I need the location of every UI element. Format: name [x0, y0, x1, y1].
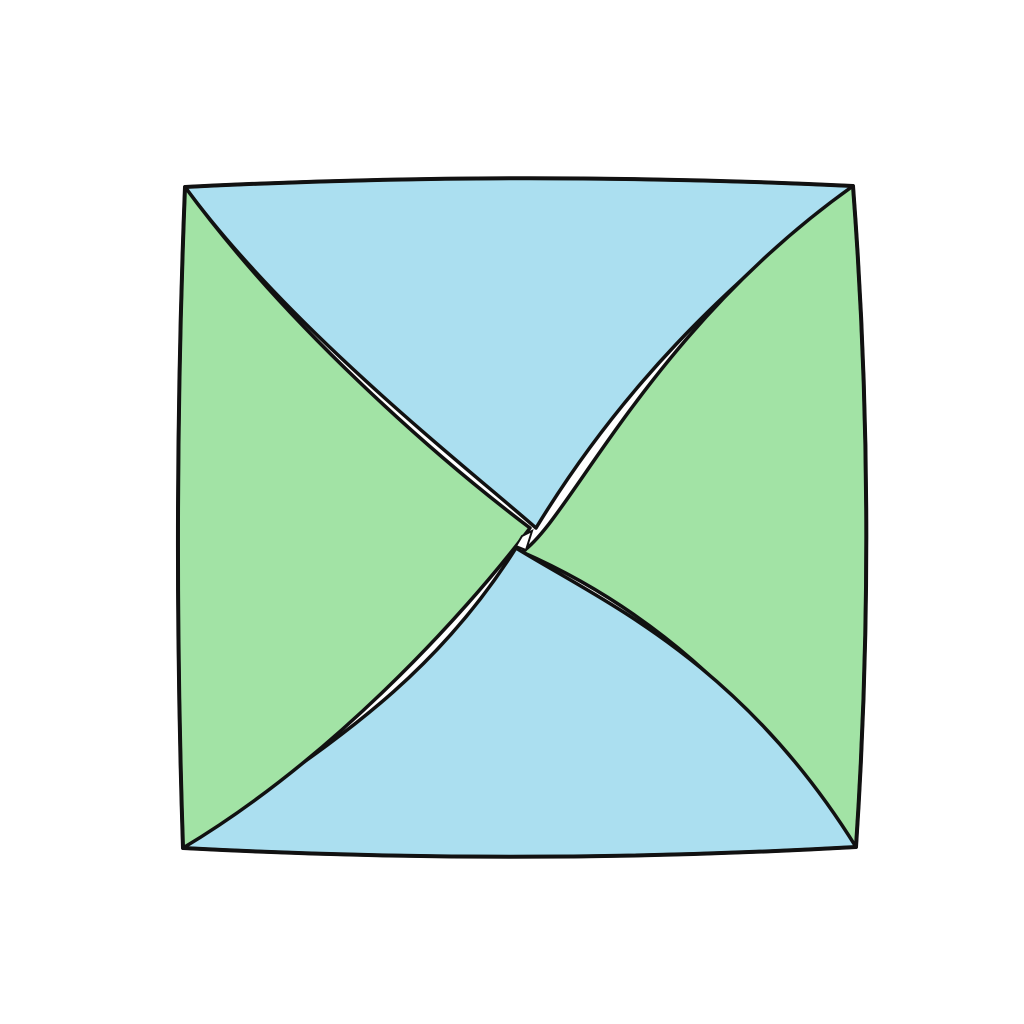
outer-border [175, 176, 869, 859]
center-gap [514, 529, 534, 552]
